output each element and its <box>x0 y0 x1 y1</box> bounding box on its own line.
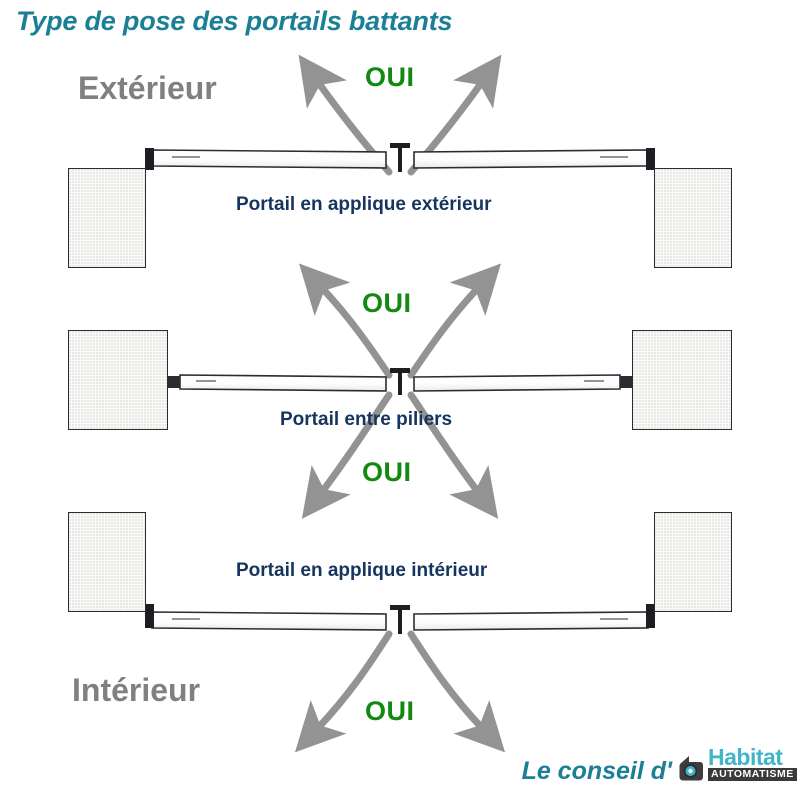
case-caption-interior: Portail en applique intérieur <box>236 560 488 581</box>
page-title: Type de pose des portails battants <box>16 6 453 36</box>
habitat-camera-icon <box>679 756 703 781</box>
brand-logo[interactable]: Habitat AUTOMATISME <box>674 744 797 788</box>
case-caption-between: Portail entre piliers <box>280 409 453 430</box>
hinge-right <box>646 604 655 628</box>
gate-leaf-left <box>151 611 387 631</box>
side-label-interior: Intérieur <box>72 672 201 708</box>
pillar-right <box>632 330 732 430</box>
brand-name: Habitat <box>708 744 783 770</box>
hinge-left <box>168 376 180 388</box>
gate-leaf-left <box>151 149 387 169</box>
hinge-left <box>145 604 154 628</box>
yes-label: OUI <box>365 62 415 92</box>
swing-arrow-up-right <box>407 263 501 379</box>
footer-tagline: Le conseil d' <box>521 757 672 785</box>
swing-arrow-down-left <box>301 391 393 519</box>
gate-leaf-right <box>413 374 621 392</box>
pillar-right <box>654 168 732 268</box>
pillar-right <box>654 512 732 612</box>
gate-leaf-right <box>413 149 649 169</box>
case-exterior-drawing <box>145 54 655 176</box>
gate-leaf-right <box>413 611 649 631</box>
center-stop <box>390 605 410 634</box>
case-between-drawing <box>168 263 632 519</box>
center-stop <box>390 368 410 395</box>
hinge-right <box>620 376 632 388</box>
brand-subtitle: AUTOMATISME <box>708 768 797 782</box>
swing-arrow-right <box>407 630 506 753</box>
yes-label: OUI <box>365 696 415 726</box>
side-label-exterior: Extérieur <box>78 70 217 106</box>
hinge-left <box>145 148 154 170</box>
yes-label: OUI <box>362 288 412 318</box>
pillar-left <box>68 168 146 268</box>
pillar-left <box>68 330 168 430</box>
hinge-right <box>646 148 655 170</box>
swing-arrow-down-right <box>407 391 499 519</box>
pillar-left <box>68 512 146 612</box>
case-interior-drawing <box>145 604 655 753</box>
yes-label: OUI <box>362 457 412 487</box>
swing-arrow-up-left <box>299 263 393 379</box>
center-stop <box>390 143 410 172</box>
case-caption-exterior: Portail en applique extérieur <box>236 194 492 215</box>
gate-leaf-left <box>179 374 387 392</box>
swing-arrow-left <box>294 630 393 753</box>
